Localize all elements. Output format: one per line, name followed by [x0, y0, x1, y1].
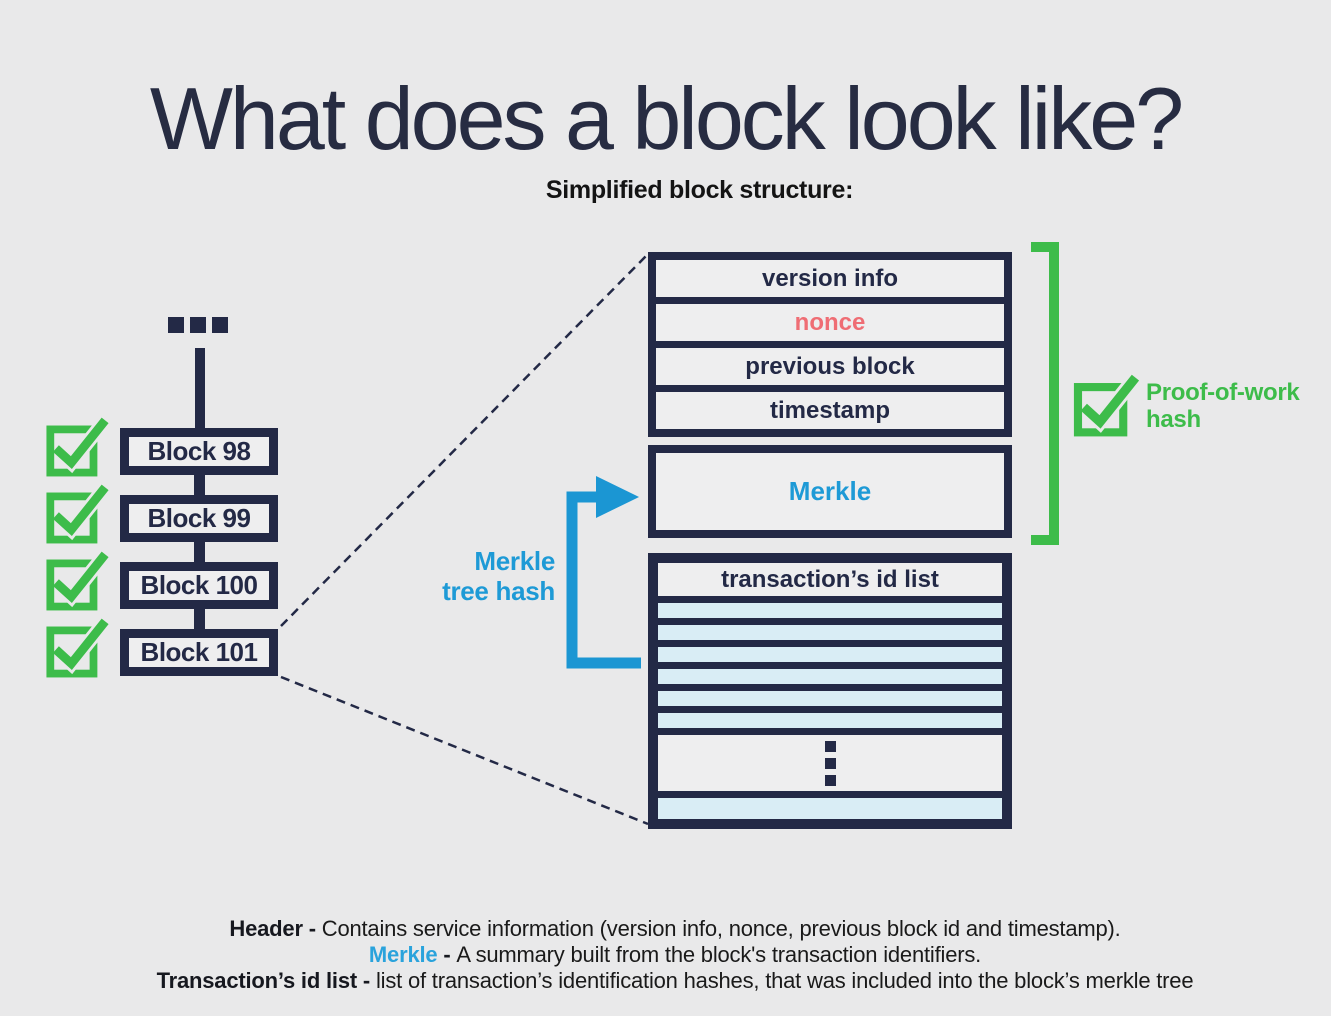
transaction-stripe [658, 647, 1002, 662]
zoom-dashed-line-bottom [280, 675, 649, 826]
legend-desc-merkle: A summary built from the block's transac… [456, 942, 982, 967]
merkle-box-label: Merkle [788, 476, 872, 506]
tx-list-header: transaction’s id list [721, 565, 939, 593]
block-label: Block 98 [147, 436, 251, 466]
checked-checkbox-icon [46, 618, 109, 678]
header-row-version-info: version info [761, 264, 899, 292]
legend-desc-header: Contains service information (version in… [321, 916, 1121, 941]
legend-term-merkle: Merkle [368, 942, 438, 967]
block-node: Block 98 [120, 428, 278, 475]
chain-connector [194, 607, 205, 633]
transaction-stripe [658, 798, 1002, 819]
transaction-stripe [658, 713, 1002, 728]
block-label: Block 99 [147, 503, 251, 533]
checked-checkbox-icon [46, 484, 109, 544]
transaction-stripe [658, 669, 1002, 684]
divider [658, 706, 1002, 713]
merkle-box: Merkle [648, 445, 1012, 538]
chain-connector [194, 540, 205, 566]
legend-term-header: Header - [229, 916, 322, 941]
proof-of-work-bracket [1031, 242, 1059, 545]
vertical-ellipsis-icon [658, 735, 1002, 791]
header-row-nonce: nonce [656, 297, 1004, 341]
divider [658, 791, 1002, 798]
block-label: Block 101 [140, 637, 258, 667]
page-title: What does a block look like? [149, 68, 1184, 168]
divider [658, 728, 1002, 735]
block-header-box: version info nonce previous block timest… [648, 252, 1012, 437]
chain-ellipsis-icon [168, 317, 228, 333]
header-row-previous-block: previous block [656, 341, 1004, 385]
merkle-tree-hash-label: Merkle tree hash [442, 546, 555, 606]
header-row-timestamp: timestamp [656, 385, 1004, 429]
divider [658, 662, 1002, 669]
divider [658, 618, 1002, 625]
checked-checkbox-icon [46, 551, 109, 611]
block-node: Block 99 [120, 495, 278, 542]
transaction-stripe [658, 691, 1002, 706]
block-node: Block 100 [120, 562, 278, 609]
legend-line-merkle: Merkle - A summary built from the block'… [10, 942, 1331, 968]
chain-connector-top [195, 348, 205, 430]
checked-checkbox-icon [46, 417, 109, 477]
merkle-tree-hash-arrow [566, 476, 641, 669]
legend-dash: - [437, 942, 457, 967]
transaction-stripe [658, 625, 1002, 640]
transactions-id-list-box: transaction’s id list [648, 553, 1012, 829]
legend-desc-tx-list: list of transaction’s identification has… [375, 968, 1194, 993]
diagram-subtitle: Simplified block structure: [545, 176, 854, 204]
block-label: Block 100 [140, 570, 258, 600]
divider [658, 640, 1002, 647]
divider [658, 596, 1002, 603]
block-node: Block 101 [120, 629, 278, 676]
chain-connector [194, 473, 205, 499]
transaction-stripe [658, 603, 1002, 618]
legend-line-tx-list: Transaction’s id list - list of transact… [10, 968, 1331, 994]
proof-of-work-checkbox-icon [1073, 374, 1140, 437]
divider [658, 684, 1002, 691]
legend: Header - Contains service information (v… [10, 916, 1331, 994]
legend-term-tx-list: Transaction’s id list - [156, 968, 376, 993]
proof-of-work-hash-label: Proof-of-work hash [1146, 379, 1300, 433]
legend-line-header: Header - Contains service information (v… [10, 916, 1331, 942]
